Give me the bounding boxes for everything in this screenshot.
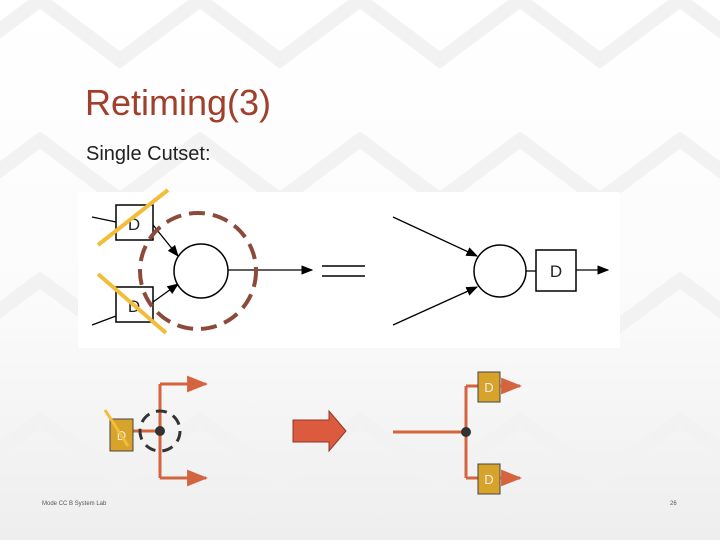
cut-line-top [96, 188, 170, 247]
cut-line-bottom-diagram [103, 409, 130, 447]
cutset-circle-bottom [138, 409, 182, 453]
input-wire-bottom [91, 315, 117, 326]
register-box-right [535, 249, 577, 292]
slide-subtitle: Single Cutset: [86, 143, 211, 165]
fanout-node-right [461, 427, 471, 437]
computation-node-left [173, 243, 229, 299]
bottom-diagram: D D D [103, 371, 523, 495]
page-number: 26 [670, 501, 677, 507]
register-box-top-left [115, 204, 154, 241]
register-label-right-top-orange: D [484, 380, 493, 395]
slide-title: Retiming(3) [85, 82, 272, 123]
input-edge-bottom-right [392, 286, 479, 326]
register-label-right: D [550, 262, 562, 281]
fanout-node-left [155, 426, 165, 436]
footer-lab-name: Mode CC B System Lab [42, 501, 107, 507]
input-edge-top-right [392, 216, 479, 257]
register-label-right-bottom-orange: D [484, 472, 493, 487]
input-wire-top [91, 216, 117, 223]
top-diagram: D D D [78, 188, 620, 348]
transform-arrow [292, 409, 347, 453]
computation-node-right [473, 244, 527, 298]
cutset-circle-top [138, 211, 258, 331]
edge-bottom-to-node [152, 283, 179, 303]
cut-line-bottom [96, 272, 168, 335]
